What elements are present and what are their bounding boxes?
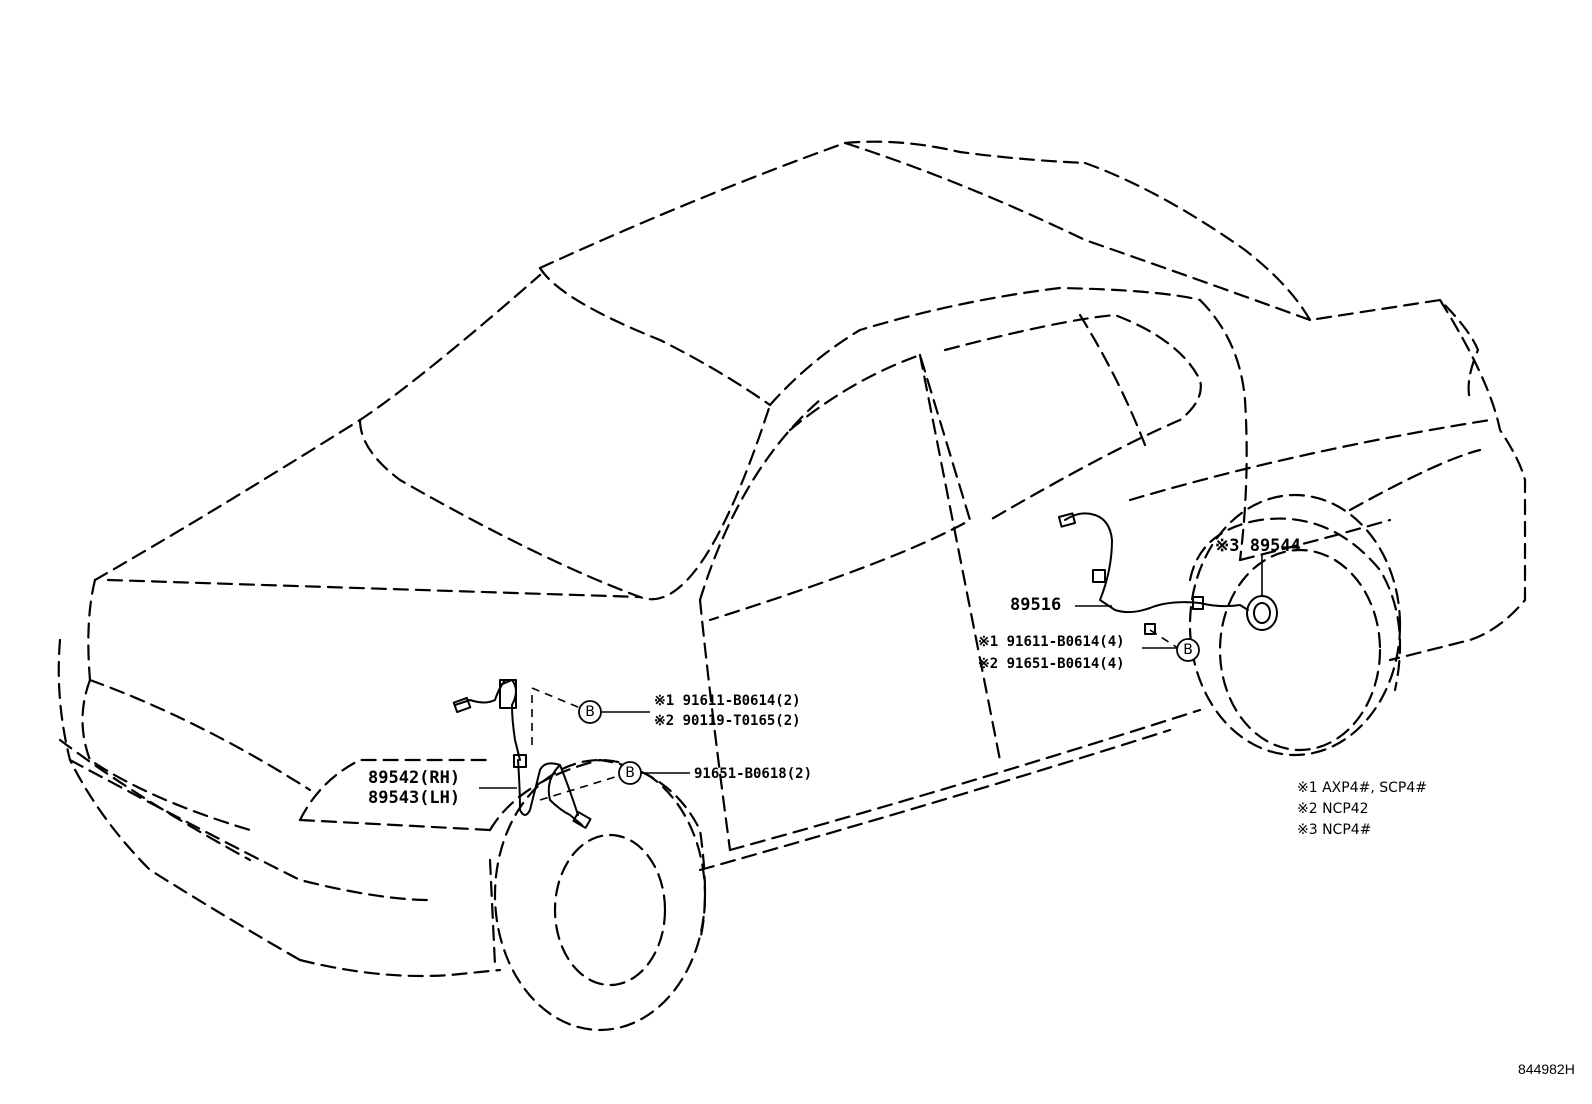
bolt-marker-label: B xyxy=(1183,642,1193,658)
bolt-marker-label: B xyxy=(625,765,635,781)
illustration-code: 844982H xyxy=(1518,1061,1575,1077)
bolt-marker-label: B xyxy=(585,704,595,720)
front-sensor-lh-callout: 89543(LH) xyxy=(368,788,461,808)
bolt-marker-rear: B xyxy=(1176,638,1200,662)
rear-rotor-callout: ※3 89544 xyxy=(1215,536,1301,556)
note-2: ※2 NCP42 xyxy=(1297,801,1369,817)
rear-sensor-callout: 89516 xyxy=(1010,595,1062,615)
note-3: ※3 NCP4# xyxy=(1297,822,1372,838)
rear-speed-sensor-harness xyxy=(1057,512,1278,635)
rear-bolt-2-callout: ※2 91651-B0614(4) xyxy=(978,656,1125,672)
rear-bolt-1-callout: ※1 91611-B0614(4) xyxy=(978,634,1125,650)
front-speed-sensor-harness xyxy=(452,679,592,829)
bolt-marker-front-lower: B xyxy=(618,761,642,785)
front-sensor-rh-callout: 89542(RH) xyxy=(368,768,461,788)
front-bolt-1-callout: ※1 91611-B0614(2) xyxy=(654,693,801,709)
front-bolt-2-callout: ※2 90119-T0165(2) xyxy=(654,713,801,729)
note-1: ※1 AXP4#, SCP4# xyxy=(1297,780,1427,796)
front-clamp-bolt-callout: 91651-B0618(2) xyxy=(694,766,813,782)
leader-lines xyxy=(479,555,1263,801)
bolt-marker-front-upper: B xyxy=(578,700,602,724)
car-body-outline xyxy=(57,140,1527,1032)
